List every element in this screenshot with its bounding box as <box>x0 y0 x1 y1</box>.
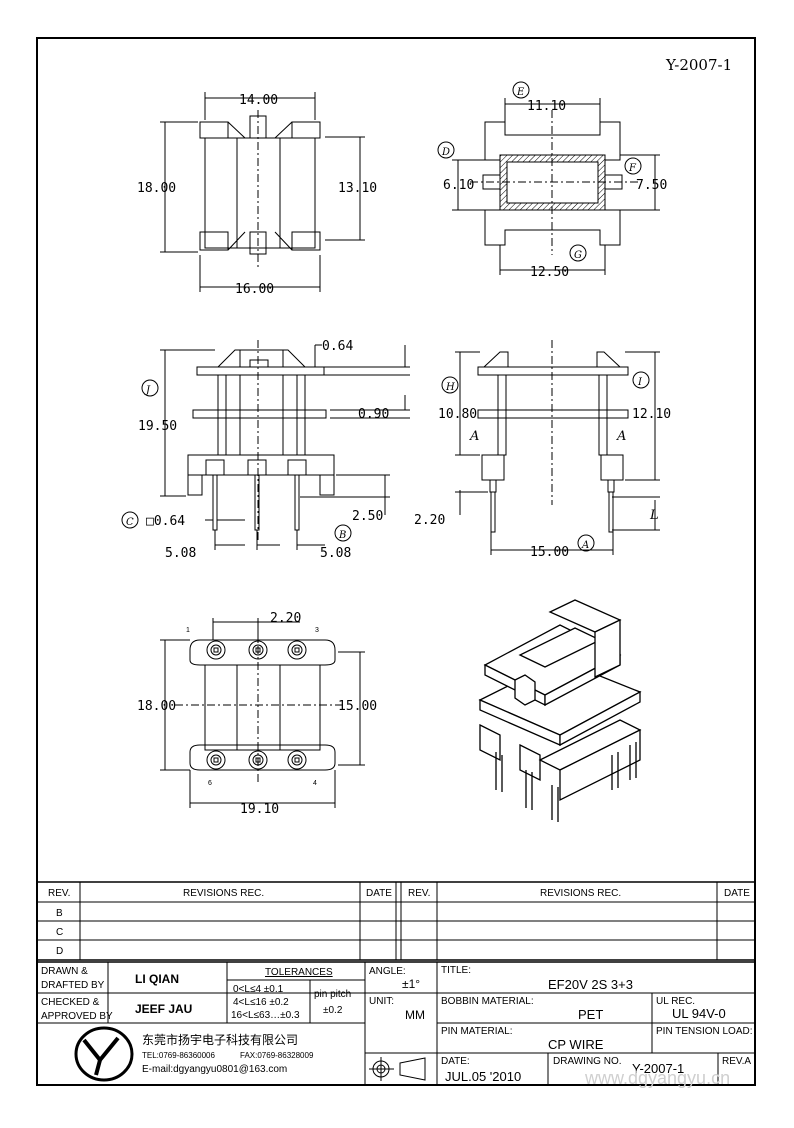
pin-material-value: CP WIRE <box>548 1037 604 1052</box>
pin-pitch-value: ±0.2 <box>323 1005 343 1016</box>
pin-label-6: 6 <box>208 780 212 787</box>
title-block <box>36 961 756 1086</box>
drawing-no-value: Y-2007-1 <box>632 1061 684 1076</box>
ul-rec-value: UL 94V-0 <box>672 1006 726 1021</box>
angle-value: ±1° <box>402 977 420 991</box>
rev-header-right: REV. <box>408 888 430 899</box>
revisions-header-right: REVISIONS REC. <box>540 888 621 899</box>
top-view <box>160 92 365 292</box>
drawing-no-label: DRAWING NO. <box>553 1056 622 1067</box>
angle-label: ANGLE: <box>369 966 406 977</box>
bubble-D: D <box>441 147 450 158</box>
bubble-G: G <box>574 250 582 261</box>
date-header-left: DATE <box>366 888 392 899</box>
pin-pitch-label: pin pitch <box>314 989 351 1000</box>
date-label: DATE: <box>441 1056 470 1067</box>
dim-10-80: 10.80 <box>438 407 477 422</box>
dim-19-10: 19.10 <box>240 802 279 817</box>
dim-16: 16.00 <box>235 282 274 297</box>
rev-row-d: D <box>56 946 63 957</box>
dim-L: L <box>649 508 659 523</box>
drawn-value: LI QIAN <box>135 972 179 986</box>
pin-material-label: PIN MATERIAL: <box>441 1026 513 1037</box>
bubble-B: B <box>338 530 346 541</box>
drawn-label-1: DRAWN & <box>41 966 88 977</box>
checked-value: JEEF JAU <box>135 1002 192 1016</box>
dim-5-08-right: 5.08 <box>320 546 351 561</box>
unit-value: MM <box>405 1008 425 1022</box>
dim-7-50: 7.50 <box>636 178 667 193</box>
pin-label-1: 1 <box>186 627 190 634</box>
dim-15-bottom: 15.00 <box>338 699 377 714</box>
checked-label-2: APPROVED BY <box>41 1011 113 1022</box>
bobbin-material-label: BOBBIN MATERIAL: <box>441 996 534 1007</box>
tol-row-2: 4<L≤16 ±0.2 <box>233 997 289 1008</box>
watermark: www.dgyangyu.cn <box>584 1068 730 1088</box>
isometric-view <box>478 599 642 822</box>
company-logo <box>74 1026 134 1082</box>
date-value: JUL.05 '2010 <box>445 1069 521 1084</box>
ul-rec-label: UL REC. <box>656 996 695 1007</box>
rev-row-b: B <box>56 908 63 919</box>
dim-19-50: 19.50 <box>138 419 177 434</box>
dim-2-20: 2.20 <box>414 513 445 528</box>
dim-6-10: 6.10 <box>443 178 474 193</box>
dim-18-bottom: 18.00 <box>137 699 176 714</box>
checked-label-1: CHECKED & <box>41 997 100 1008</box>
dim-15: 15.00 <box>530 545 569 560</box>
bubble-F: F <box>628 163 637 174</box>
pin-tension-label: PIN TENSION LOAD: <box>656 1026 753 1037</box>
rev-a-label: REV.A <box>722 1056 751 1067</box>
pin-size: □0.64 <box>146 514 185 529</box>
side-view <box>441 340 660 555</box>
front-view <box>121 340 410 550</box>
dim-0-64: 0.64 <box>322 339 353 354</box>
title-label: TITLE: <box>441 965 471 976</box>
title-value: EF20V 2S 3+3 <box>548 977 633 992</box>
pin-label-4: 4 <box>313 780 317 787</box>
bobbin-material-value: PET <box>578 1007 603 1022</box>
section-view <box>437 81 660 275</box>
company-tel: TEL:0769-86360006 <box>142 1051 216 1060</box>
dim-2-20-pitch: 2.20 <box>270 611 301 626</box>
date-header-right: DATE <box>724 888 750 899</box>
rev-row-c: C <box>56 927 63 938</box>
bubble-C: C <box>126 517 134 528</box>
dim-18-top: 18.00 <box>137 181 176 196</box>
dim-0-90: 0.90 <box>358 407 389 422</box>
tol-row-1: 0<L≤4 ±0.1 <box>233 984 284 995</box>
rev-header-left: REV. <box>48 888 70 899</box>
bubble-J: J <box>144 385 151 396</box>
company-email: E-mail:dgyangyu0801@163.com <box>142 1064 287 1075</box>
unit-label: UNIT: <box>369 996 394 1007</box>
bubble-H: H <box>445 382 455 393</box>
pin-label-3: 3 <box>315 627 319 634</box>
dim-11-10: 11.10 <box>527 99 566 114</box>
company-name-cn: 东莞市扬宇电子科技有限公司 <box>142 1032 298 1047</box>
bubble-A: A <box>581 540 589 551</box>
revisions-header-left: REVISIONS REC. <box>183 888 264 899</box>
revisions-table <box>36 881 756 961</box>
tolerances-label: TOLERANCES <box>265 967 333 978</box>
bubble-I: I <box>637 377 643 388</box>
bottom-view <box>160 618 365 808</box>
dim-12-10: 12.10 <box>632 407 671 422</box>
dim-13-10: 13.10 <box>338 181 377 196</box>
dim-12-50: 12.50 <box>530 265 569 280</box>
bubble-E: E <box>516 87 525 98</box>
dim-5-08-left: 5.08 <box>165 546 196 561</box>
drawing-number-top: Y-2007-1 <box>665 56 732 74</box>
drawn-label-2: DRAFTED BY <box>41 980 105 991</box>
tol-row-3: 16<L≤63…±0.3 <box>231 1010 300 1021</box>
section-mark-A-right: A <box>616 429 626 444</box>
dim-2-50: 2.50 <box>352 509 383 524</box>
dim-14: 14.00 <box>239 93 278 108</box>
section-mark-A-left: A <box>469 429 479 444</box>
company-fax: FAX:0769-86328009 <box>240 1051 314 1060</box>
